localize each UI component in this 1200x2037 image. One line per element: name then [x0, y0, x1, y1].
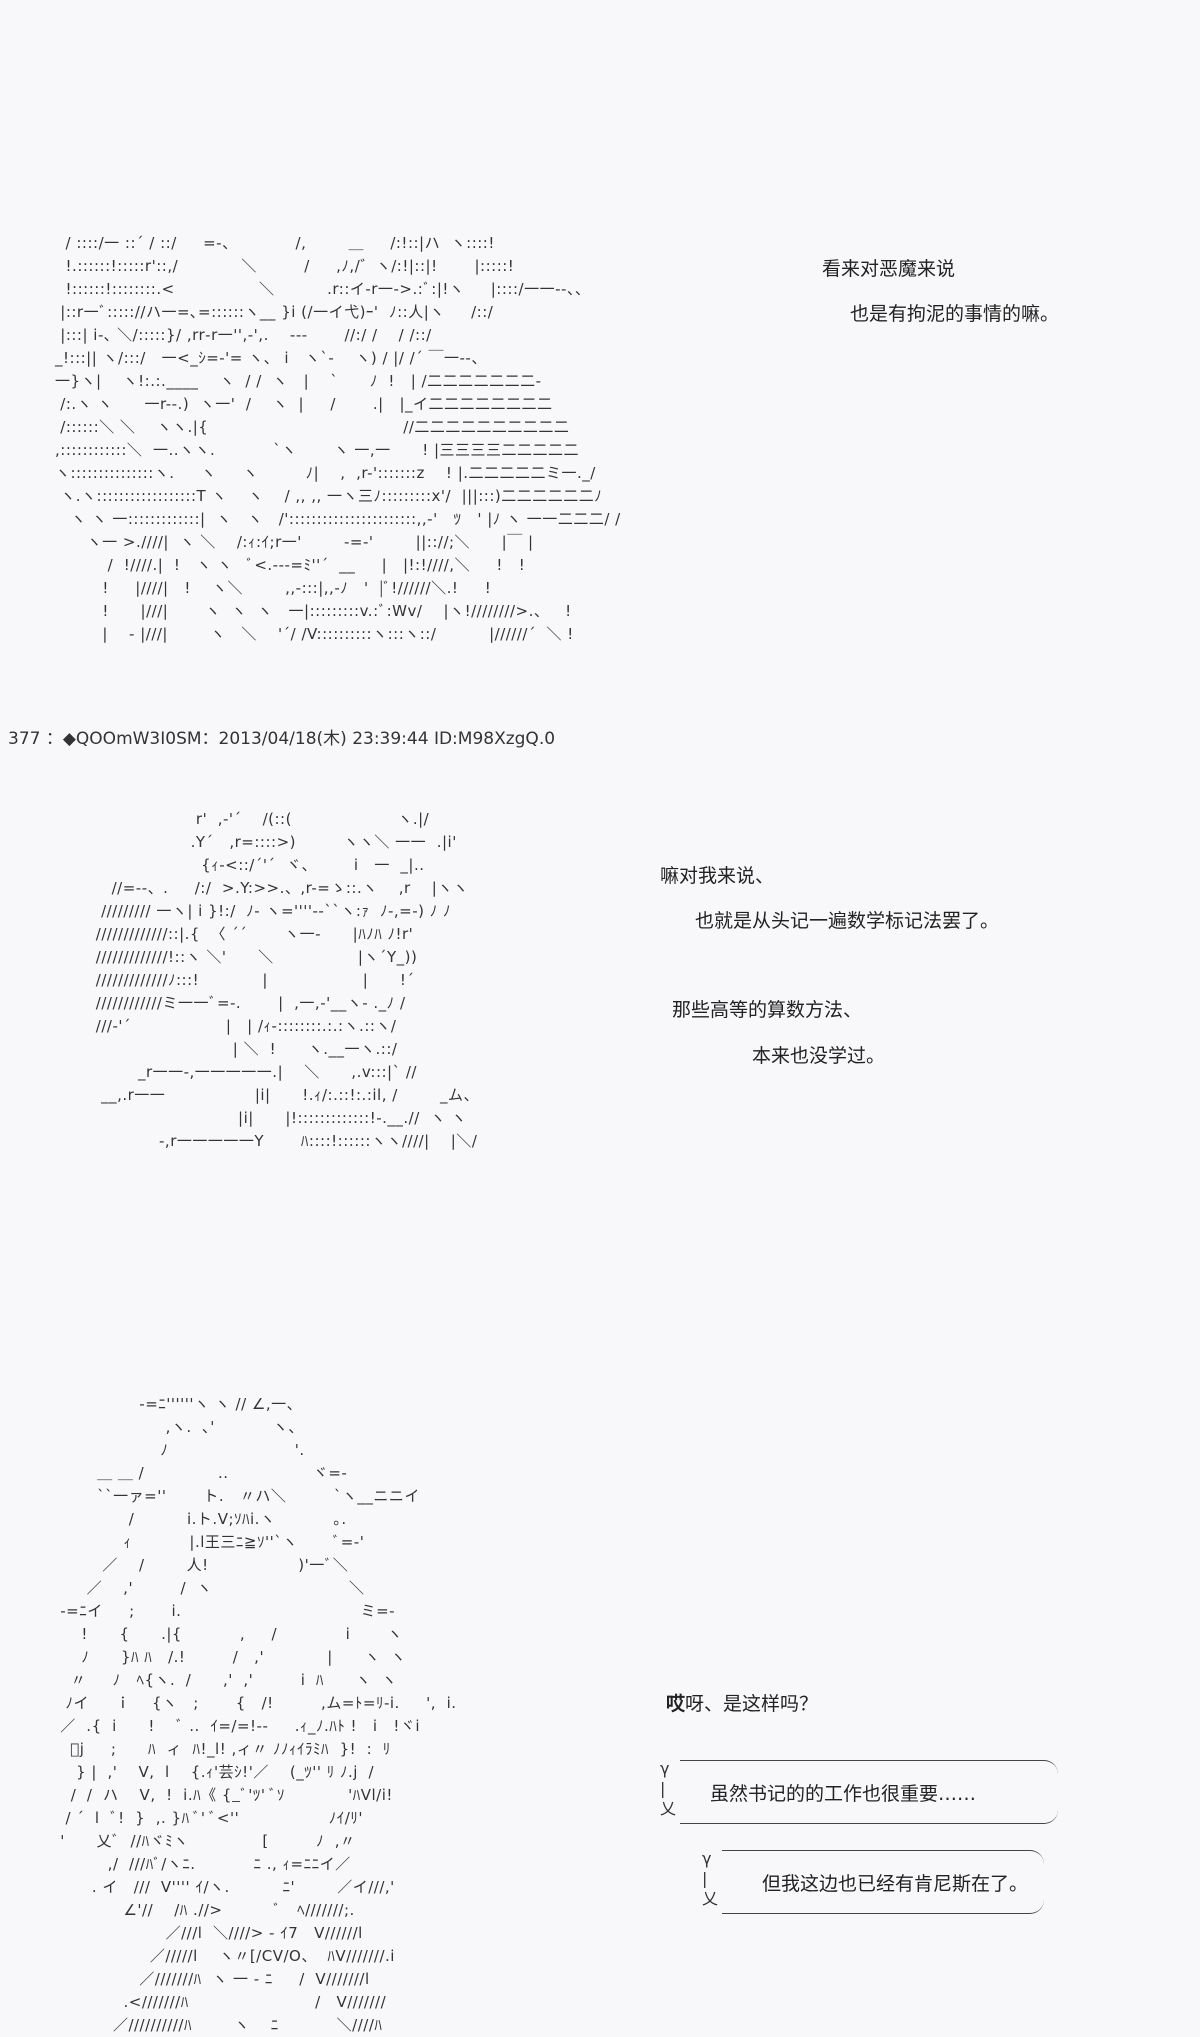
ascii-art-line: } | ,' V, l {.ｨ'芸ｼ!'／ (_ﾂ'' ﾘ ﾉ.j / [55, 1763, 375, 1781]
ascii-art-line: | - |///| ヽ ＼ '´/ /V::::::::::ヽ:::ヽ::/ |… [55, 625, 574, 643]
ascii-art-line: ! { .|{ , / i ヽ [55, 1625, 403, 1643]
dialogue-bold-char: 哎 [666, 1693, 686, 1715]
dialogue-line: 也是有拘泥的事情的嘛。 [850, 303, 1060, 325]
ascii-art-line: / i.ト.V;ｿﾊi.ヽ ｡. [55, 1510, 347, 1528]
ascii-art-line: ／///l ＼////> - ｲ7 V//////l [55, 1924, 363, 1942]
ascii-art-panel-3: -=ﾆ''''''ヽ ヽ // ∠,一、 ,ヽ. ､' ヽ、 ﾉ '. ＿ ＿ … [55, 1393, 457, 2037]
ascii-art-line: ! |////| ! ヽ＼ ,,-:::|,,-ﾉ ' |ﾞ!//////＼.!… [55, 579, 492, 597]
ascii-art-line: |::r一ﾞ::::://ハ一=､=::::::ヽ__ }i (/一イ弋)ｰ' … [55, 303, 494, 321]
ascii-art-line: / ::::/一 ::´ / ::/ =-、 /, ＿ /:!::|ハ ヽ:::… [55, 234, 495, 252]
ascii-art-line: ! |///| ヽ ヽ ヽ 一|:::::::::v.:ﾞ:Wv/ |ヽ!///… [55, 602, 572, 620]
ascii-art-line: ｨ |.l王三ﾆ≧ｿ''`ヽ ﾞ=-' [55, 1533, 365, 1551]
ascii-art-panel-1: / ::::/一 ::´ / ::/ =-、 /, ＿ /:!::|ハ ヽ:::… [55, 232, 621, 646]
dialogue-text: 呀、是这样吗？ [685, 1693, 819, 1715]
ascii-art-line: ヽ.ヽ::::::::::::::::::T ヽ ヽ / ,, ,, 一ヽ三ﾉ:… [55, 487, 603, 505]
ascii-art-line: r' ,-'´ /(::( ヽ.|/ [80, 810, 430, 828]
ascii-art-line: ／///////ﾊ ヽ 一 - ﾆ / V///////l [55, 1970, 370, 1988]
ascii-art-line: / ´ l ﾞ! } ,. }ﾊ ﾞ' ﾞ<'' ﾉｲ/ﾘ' [55, 1809, 363, 1827]
bubble-left-bracket: γ | 乂 [660, 1759, 677, 1818]
ascii-art-line: ／/////l ヽ〃[/CV/O、 ﾊV///////.i [55, 1947, 395, 1965]
ascii-art-line: ∠'// /ﾊ .//> ﾞ ﾍ///////;. [55, 1901, 355, 1919]
ascii-art-panel-2: r' ,-'´ /(::( ヽ.|/ .Y´ ,r=::::>) ヽヽ＼ 一一 … [80, 808, 479, 1153]
bubble-text: 虽然书记的的工作也很重要…… [710, 1783, 977, 1805]
ascii-art-line: ,::::::::::::＼ 一..ヽヽ. `ヽ ヽ 一,一 ! |三三三三二二… [55, 441, 580, 459]
post-header: 377 ：◆QOOmW3I0SM：2013/04/18(木) 23:39:44 … [8, 729, 556, 749]
ascii-art-line: __,.r一一 |i| !.ｨ/:.::!:.:il, / _ム、 [80, 1086, 479, 1104]
ascii-art-line: ' 乂ﾞ //ﾊヾﾐヽ [ ﾉ ,〃 [55, 1832, 356, 1850]
ascii-art-line: ヽ一 >.////| ヽ ＼ /:ｨ:ｲ;r一' -=-' ||:://;＼ |… [55, 533, 534, 551]
bubble-text: 但我这边也已经有肯尼斯在了。 [762, 1873, 1029, 1895]
ascii-art-line: -=ﾆ''''''ヽ ヽ // ∠,一、 [55, 1395, 303, 1413]
ascii-art-line: ／ ,' / ヽ ＼ [55, 1579, 365, 1597]
ascii-art-line: /////////////::|.{ 〈 ´´ ヽ一- |ﾊﾉﾊ ﾉ!r' [80, 925, 414, 943]
ascii-art-line: ﾉイ ｉ {ヽ ; { /! ,ム=ﾄ=ﾘ-i. ', i. [55, 1694, 457, 1712]
dialogue-line: 那些高等的算数方法、 [672, 999, 863, 1021]
ascii-art-line: 〃 ﾉ ﾍ{ヽ. / ,' ,' i ﾊ ヽ ヽ [55, 1671, 398, 1689]
speech-bubble-1: γ | 乂 虽然书记的的工作也很重要…… [660, 1759, 1058, 1824]
ascii-art-line: ＿ ＿ / .. ヾ=- [55, 1464, 348, 1482]
ascii-art-line: ///-'´ | | /ｨ-::::::::.:.:ヽ.::ヽ/ [80, 1017, 397, 1035]
bubble-left-bracket: γ | 乂 [702, 1849, 719, 1908]
ascii-art-line: .Y´ ,r=::::>) ヽヽ＼ 一一 .|i' [80, 833, 457, 851]
ascii-art-line: !::::::!::::::::.< ＼ .r::イ-r一->.:ﾞ:|!ヽ |… [55, 280, 591, 298]
ascii-art-line: |i| |!:::::::::::::!-.__.// ヽ ヽ [80, 1109, 467, 1127]
dialogue-line: 本来也没学过。 [752, 1045, 886, 1067]
ascii-art-line: /:.ヽ ヽ 一r--.) ヽ一' / ヽ | / .| |_イ二二二二二二二二 [55, 395, 553, 413]
ascii-art-line: ,ヽ. ､' ヽ、 [55, 1418, 304, 1436]
ascii-art-line: //=--、. /:/ >.Y:>>.、,r-=ゝ::.ヽ ,r |ヽヽ [80, 879, 469, 897]
ascii-art-line: ﾉ '. [55, 1441, 305, 1459]
ascii-art-line: |:::| i-､ ＼/:::::}/ ,rr‐r一'',-',. --- //… [55, 326, 432, 344]
ascii-art-line: ////////////ミ一一ﾞ=-. | ,一,-'__ヽ- ._ﾉ / [80, 994, 406, 1012]
dialogue-line: 嘛对我来说、 [660, 865, 775, 887]
ascii-art-line: / / ハ V, ! i.ﾊ《 {_ﾞ'ﾂ' ﾞｿ 'ﾊVl/i! [55, 1786, 393, 1804]
ascii-art-line: -=ﾆイ ; i. ミ=- [55, 1602, 396, 1620]
ascii-art-line: ヽ ヽ 一:::::::::::::| ヽ ヽ /'::::::::::::::… [55, 510, 621, 528]
dialogue-line: 看来对恶魔来说 [822, 258, 956, 280]
ascii-art-line: ,/ ///ﾊﾞ/ヽﾆ. ﾆ ., ｨ=ﾆﾆイ／ [55, 1855, 351, 1873]
dialogue-line: 也就是从头记一遍数学标记法罢了。 [695, 910, 1000, 932]
ascii-art-line: /::::::＼ ＼ ヽヽ.|{ //二二二二二二二二二二 [55, 418, 570, 436]
ascii-art-line: ///////// 一ヽ| i }!:/ ﾉ- ヽ=''''--``ヽ:ｧ ﾉ-… [80, 902, 451, 920]
ascii-art-line: _r一一-,一一一一一.| ＼ ,.v:::|` // [80, 1063, 417, 1081]
speech-bubble-2: γ | 乂 但我这边也已经有肯尼斯在了。 [702, 1849, 1044, 1914]
dialogue-line: 哎呀、是这样吗？ [666, 1689, 818, 1716]
ascii-art-line: . イ /// V'''' ｲ/ヽ. ﾆ' ／イ///,' [55, 1878, 395, 1896]
ascii-art-line: {ｨ-<::/´'´ ヾ、 i 一 _|.. [80, 856, 425, 874]
ascii-art-line: /////////////!::ヽ ＼' ＼ |ヽ´Y_)) [80, 948, 418, 966]
ascii-art-line: _!:::|| ヽ/:::/ 一<_ｼ=-'= ヽ、 i ヽ`- ヽ) / |/… [55, 349, 487, 367]
ascii-art-line: | ＼ ! ヽ.__一ヽ.::/ [80, 1040, 398, 1058]
ascii-art-line: ﾞj ; ﾊ ィ ﾊ!_l! ,ィ〃 ﾉﾉｨｲﾗﾐﾊ }! : ﾘ [55, 1740, 391, 1758]
ascii-art-line: -,r一一一一一Y ﾊ::::!::::::ヽヽ////| |＼/ [80, 1132, 478, 1150]
ascii-art-line: ``一ァ='' ト. 〃ハ＼ `ヽ__ニニイ [55, 1487, 420, 1505]
ascii-art-line: 一}ヽ| ヽ!:.:.____ ヽ / / ヽ | ` ﾉ ! | /二二二二二… [55, 372, 542, 390]
ascii-art-line: ﾉ }ﾊ ﾊ /.! / ,' | ヽ ヽ [55, 1648, 406, 1666]
ascii-art-line: / !////.| ! ヽ ヽ ﾞ<.---=ﾐ''´ __ | |!:!///… [55, 556, 526, 574]
ascii-art-line: ／//////////ﾊ ヽ ﾆ ＼////ﾊ [55, 2016, 383, 2034]
ascii-art-line: !.::::::!:::::r'::,/ ＼ / ,ﾉ,/゛ヽ/:!|::|! … [55, 257, 515, 275]
ascii-art-line: ／ / 人! )'一ﾞ＼ [55, 1556, 349, 1574]
ascii-art-line: ヽ:::::::::::::::ヽ. ヽ ヽ ﾉ| , ,r-':::::::z… [55, 464, 596, 482]
ascii-art-line: ／ .{ i ! ﾞ .. ｲ=/=!-- .ｨ_ﾉ.ﾊﾄ ! i !ヾi [55, 1717, 420, 1735]
ascii-art-line: /////////////ﾉ:::! | | !´ [80, 971, 415, 989]
ascii-art-line: .<///////ﾊ / V/////// [55, 1993, 387, 2011]
